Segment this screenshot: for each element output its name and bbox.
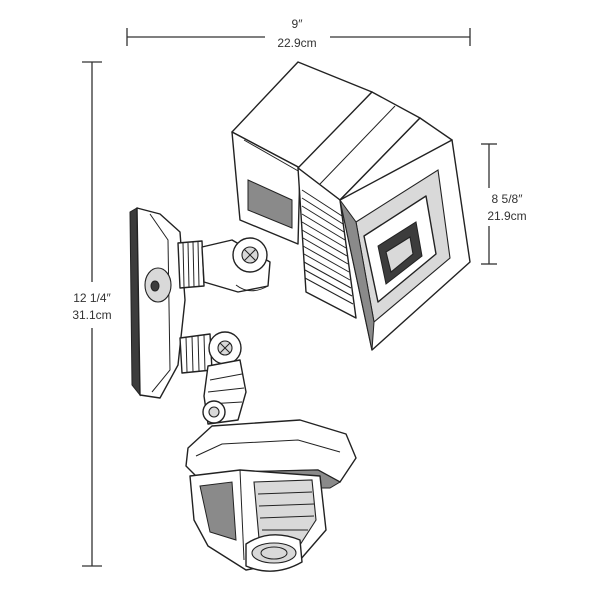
floodlight-head-icon: [231, 61, 471, 351]
height-metric-label: 31.1cm: [72, 308, 111, 322]
upper-arm-joint: [177, 237, 271, 293]
height-dimension: 12 1/4″ 31.1cm: [72, 61, 112, 567]
width-dimension: 9″ 22.9cm: [126, 17, 471, 50]
head-height-dimension: 8 5/8″ 21.9cm: [481, 143, 527, 265]
cooling-fins: [301, 189, 354, 305]
head-height-imperial-label: 8 5/8″: [492, 192, 524, 206]
height-imperial-label: 12 1/4″: [73, 291, 111, 305]
width-imperial-label: 9″: [292, 17, 304, 31]
lower-arm-joint: [179, 331, 247, 425]
head-height-metric-label: 21.9cm: [487, 209, 526, 223]
wall-bracket-icon: [129, 207, 186, 399]
motion-sensor-icon: [185, 419, 357, 572]
width-metric-label: 22.9cm: [277, 36, 316, 50]
